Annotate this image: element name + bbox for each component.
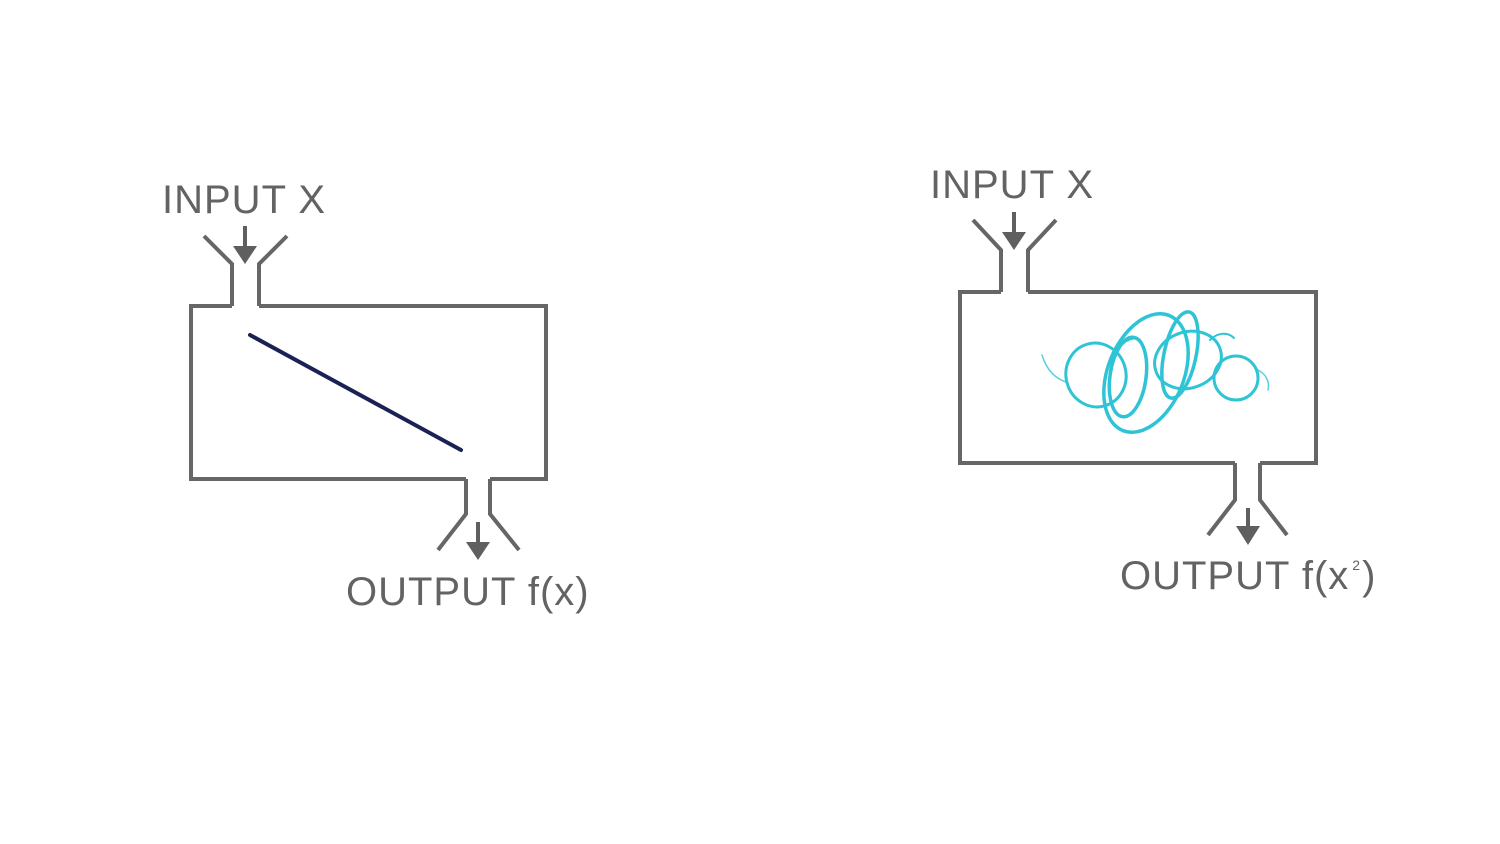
machine-2-output-funnel [1206, 463, 1289, 537]
machine-2-input-arrow-icon [1002, 212, 1026, 250]
machine-1-output-funnel [436, 479, 521, 552]
machine-1-input-arrow-icon [233, 226, 257, 264]
squared-function-machine [958, 212, 1318, 545]
machine-2-outline [958, 290, 1318, 465]
tangled-scribble [1041, 310, 1270, 434]
machine-1-outline [189, 304, 548, 481]
linear-function-machine [189, 226, 548, 560]
machine-2-output-superscript: 2 [1352, 557, 1362, 573]
machine-2-output-suffix: ) [1362, 554, 1377, 598]
machine-2-output-arrow-icon [1236, 508, 1260, 545]
machine-2-input-label: INPUT X [930, 163, 1095, 207]
machine-2-output-prefix: OUTPUT f(x [1120, 554, 1350, 598]
machine-1-output-label: OUTPUT f(x) [346, 570, 590, 614]
machine-1-input-funnel [202, 234, 289, 306]
machine-1-input-label: INPUT X [162, 178, 327, 222]
machine-1-output-arrow-icon [466, 522, 490, 560]
machine-2-input-funnel [971, 218, 1058, 292]
linear-line [248, 333, 463, 452]
